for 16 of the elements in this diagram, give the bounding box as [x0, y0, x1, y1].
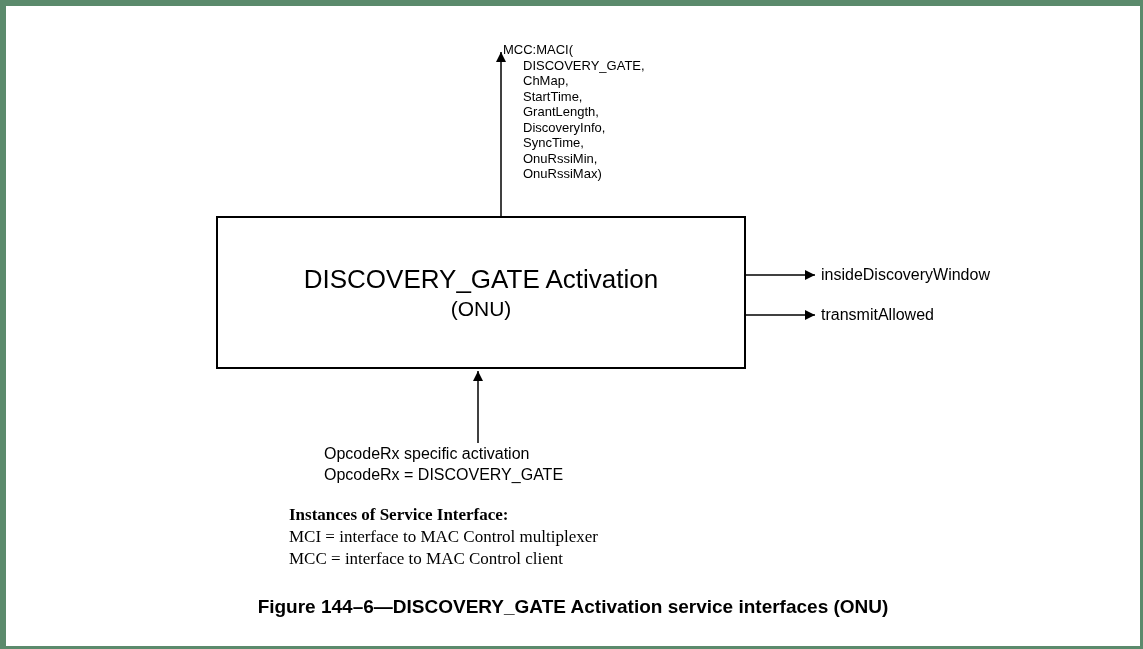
arrow — [745, 310, 816, 320]
note-text: MCC = interface to MAC Control client — [289, 549, 563, 569]
signal-label: MCC:MACI( DISCOVERY_GATE, ChMap, StartTime, GrantLength, DiscoveryInfo, SyncTime, OnuRssiMin, OnuRssiMax) — [503, 42, 646, 182]
block-subtitle: (ONU) — [450, 295, 512, 321]
signal-label: transmitAllowed — [821, 305, 935, 325]
arrow — [496, 51, 506, 217]
note-heading: Instances of Service Interface: — [289, 505, 509, 525]
figure-caption: Figure 144–6—DISCOVERY_GATE Activation service interfaces (ONU) — [257, 596, 889, 618]
process-box — [216, 216, 746, 369]
signal-label: OpcodeRx specific activation — [324, 444, 531, 464]
arrow — [473, 370, 483, 444]
note-text: MCI = interface to MAC Control multiplexer — [289, 527, 598, 547]
arrow — [745, 270, 816, 280]
signal-label: OpcodeRx = DISCOVERY_GATE — [324, 465, 565, 485]
signal-label: insideDiscoveryWindow — [821, 265, 991, 285]
block-title: DISCOVERY_GATE Activation — [303, 264, 659, 296]
